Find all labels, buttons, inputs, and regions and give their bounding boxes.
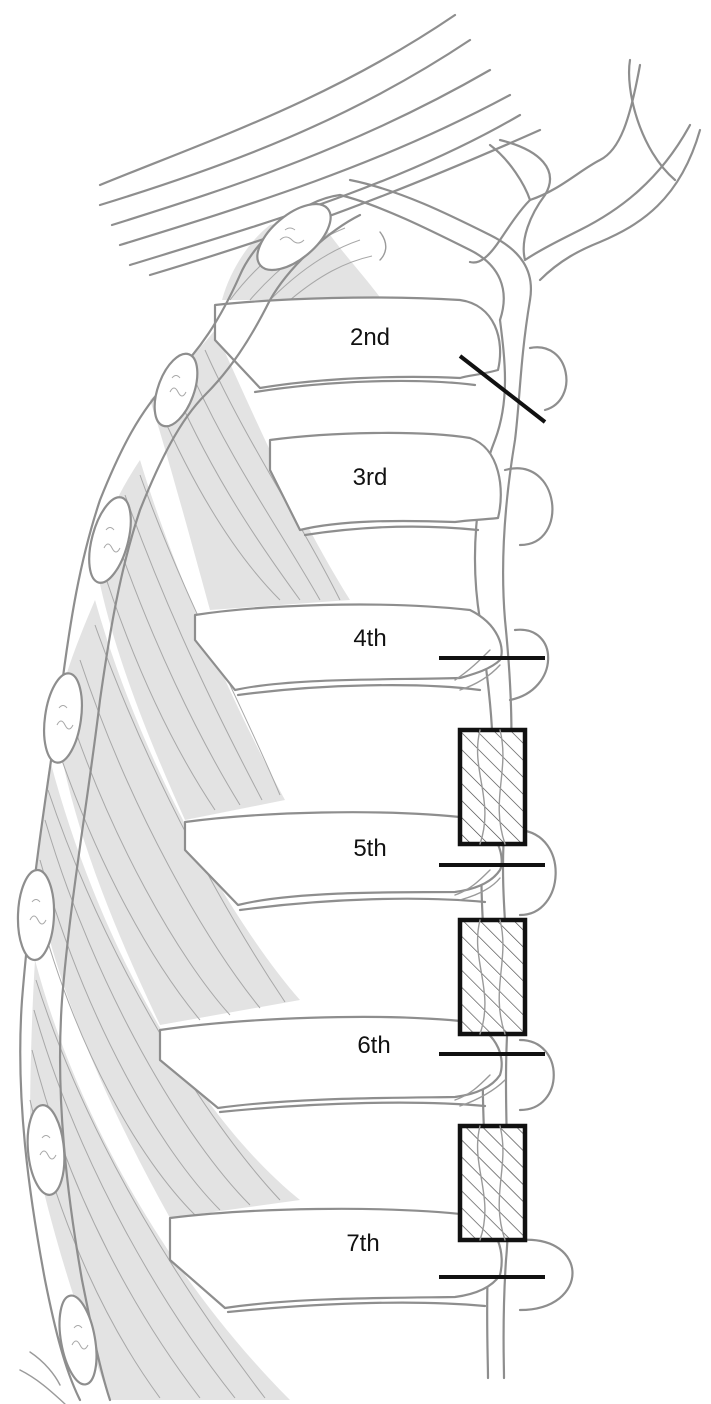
- nerve-plexus: [338, 58, 702, 322]
- vertebral-bumps: [503, 346, 574, 1312]
- rib-5: [183, 811, 503, 907]
- rib-6: [158, 1015, 503, 1110]
- resection-box-3: [457, 1123, 528, 1243]
- transection-markers: [439, 354, 547, 1279]
- rib-7: [168, 1207, 503, 1310]
- label-rib-2: 2nd: [350, 324, 390, 351]
- rami-communicantes: [454, 649, 506, 1107]
- costal-cartilages: [16, 193, 362, 1404]
- ribs: [158, 296, 503, 1310]
- rib-2: [213, 296, 502, 390]
- label-rib-6: 6th: [357, 1032, 390, 1059]
- label-rib-3: 3rd: [353, 464, 388, 491]
- cut-line-upper: [458, 354, 547, 424]
- chest-wall-muscle: [29, 215, 382, 1400]
- rib-labels: 2nd 3rd 4th 5th 6th 7th: [346, 324, 390, 1257]
- label-rib-5: 5th: [353, 835, 386, 862]
- label-rib-4: 4th: [353, 625, 386, 652]
- rib-4: [193, 603, 503, 692]
- resection-box-1: [457, 727, 528, 847]
- resection-box-2: [457, 917, 528, 1037]
- clavicle-muscle-band: [98, 13, 542, 277]
- label-rib-7: 7th: [346, 1230, 379, 1257]
- resection-boxes: [457, 727, 528, 1243]
- rib-3: [268, 431, 502, 532]
